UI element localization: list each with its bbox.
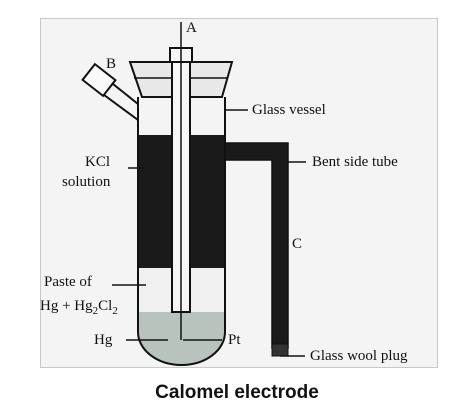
figure-caption: Calomel electrode bbox=[155, 382, 319, 403]
label-paste-formula: Hg + Hg2Cl2 bbox=[40, 298, 118, 317]
label-kcl: KCl bbox=[85, 154, 110, 170]
label-solution: solution bbox=[62, 174, 111, 190]
glass-vessel bbox=[137, 97, 226, 366]
label-b: B bbox=[106, 56, 116, 72]
label-c: C bbox=[292, 236, 302, 252]
label-pt: Pt bbox=[228, 332, 241, 348]
side-arm-b-stopper bbox=[81, 62, 117, 98]
paste-formula-sub2: 2 bbox=[112, 305, 118, 317]
label-glass-vessel: Glass vessel bbox=[252, 102, 326, 118]
paste-formula-cl: Cl bbox=[98, 298, 112, 314]
glass-wool-plug bbox=[271, 343, 289, 357]
label-a: A bbox=[186, 20, 197, 36]
bent-side-tube bbox=[224, 142, 289, 349]
paste-formula-sub1: 2 bbox=[93, 305, 99, 317]
label-glass-wool-plug: Glass wool plug bbox=[310, 348, 408, 364]
paste-formula-hg: Hg + Hg bbox=[40, 298, 93, 314]
label-bent-side-tube: Bent side tube bbox=[312, 154, 398, 170]
label-hg: Hg bbox=[94, 332, 113, 348]
label-paste-of: Paste of bbox=[44, 274, 92, 290]
